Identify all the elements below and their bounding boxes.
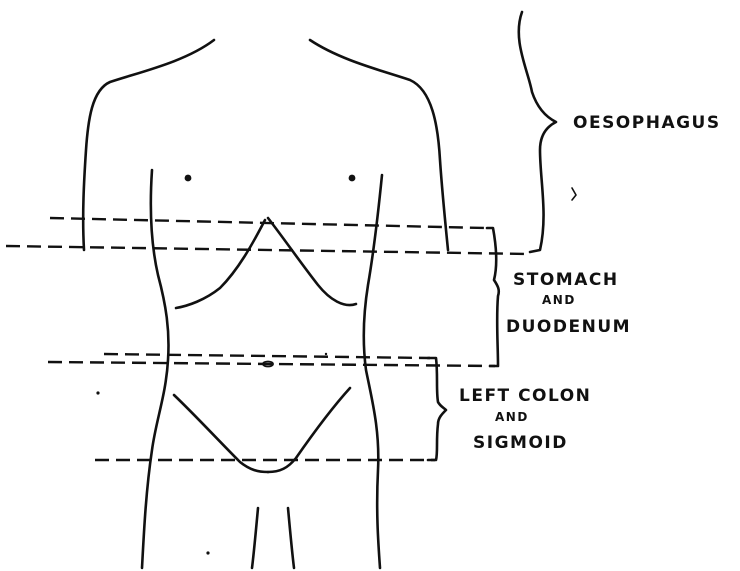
right-nipple [349,175,356,182]
speck-3 [325,353,327,355]
labels: OESOPHAGUS STOMACH AND DUODENUM LEFT COL… [459,113,721,453]
left-costal-margin [176,220,265,308]
label-oesophagus: OESOPHAGUS [573,113,721,133]
left-nipple [185,175,192,182]
left-flank [142,170,169,568]
stomach-bracket [487,228,499,366]
speck-2 [206,551,209,554]
oesophagus-brace [519,12,556,252]
torso-outline [83,40,448,568]
right-shoulder [310,40,448,250]
region-lines [6,218,530,460]
dashed-line-1 [50,218,485,228]
right-flank [364,175,382,568]
right-costal-margin [268,218,356,305]
label-duodenum: DUODENUM [506,317,631,337]
label-sigmoid: SIGMOID [473,433,568,453]
dashed-line-3 [104,354,430,358]
colon-bracket [428,358,446,460]
costal-margin [176,218,356,308]
speck-1 [96,391,99,394]
label-colon-and: AND [495,410,529,424]
label-stomach: STOMACH [513,270,619,290]
label-stomach-and: AND [542,293,576,307]
left-inner-leg [252,508,258,568]
stray-tick [572,188,576,200]
label-left-colon: LEFT COLON [459,386,591,406]
right-inner-leg [288,508,294,568]
